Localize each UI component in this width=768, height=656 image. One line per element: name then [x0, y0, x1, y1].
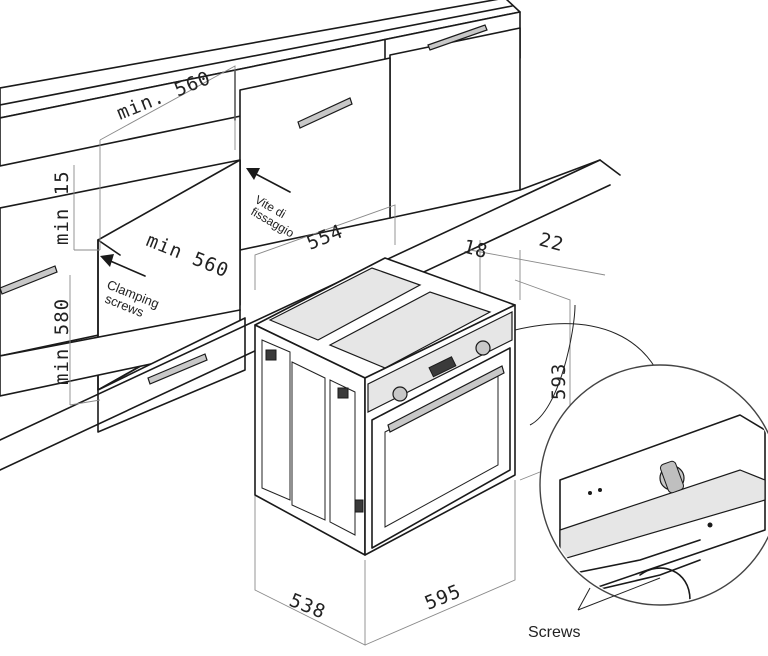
display-icon: [428, 356, 457, 378]
oven-door: [371, 347, 511, 549]
oven-top-plate: [268, 267, 422, 341]
screw-hole-icon: [588, 491, 592, 495]
dim-min-15: min 15: [51, 170, 73, 245]
dim-593: 593: [548, 363, 570, 400]
detail-magnifier: [514, 304, 768, 611]
door-handle: [387, 365, 505, 433]
cabinet-units: [0, 0, 621, 471]
dim-538: 538: [286, 589, 329, 623]
dim-22: 22: [537, 229, 567, 257]
dim-min-580: min 580: [51, 298, 73, 385]
right-knob-icon: [475, 340, 491, 356]
cabinet-handles: [0, 24, 488, 385]
arrow-left-icon-clamping: [100, 254, 146, 277]
dimension-lines: [69, 65, 606, 646]
arrows: [100, 168, 291, 277]
dim-595: 595: [422, 580, 465, 614]
right-cabinet-door: [389, 27, 521, 219]
arrow-left-icon-vite: [246, 168, 291, 193]
dim-18: 18: [461, 236, 491, 264]
oven: [254, 257, 516, 556]
left-knob-icon: [392, 386, 408, 402]
label-screws: Screws: [528, 624, 580, 641]
